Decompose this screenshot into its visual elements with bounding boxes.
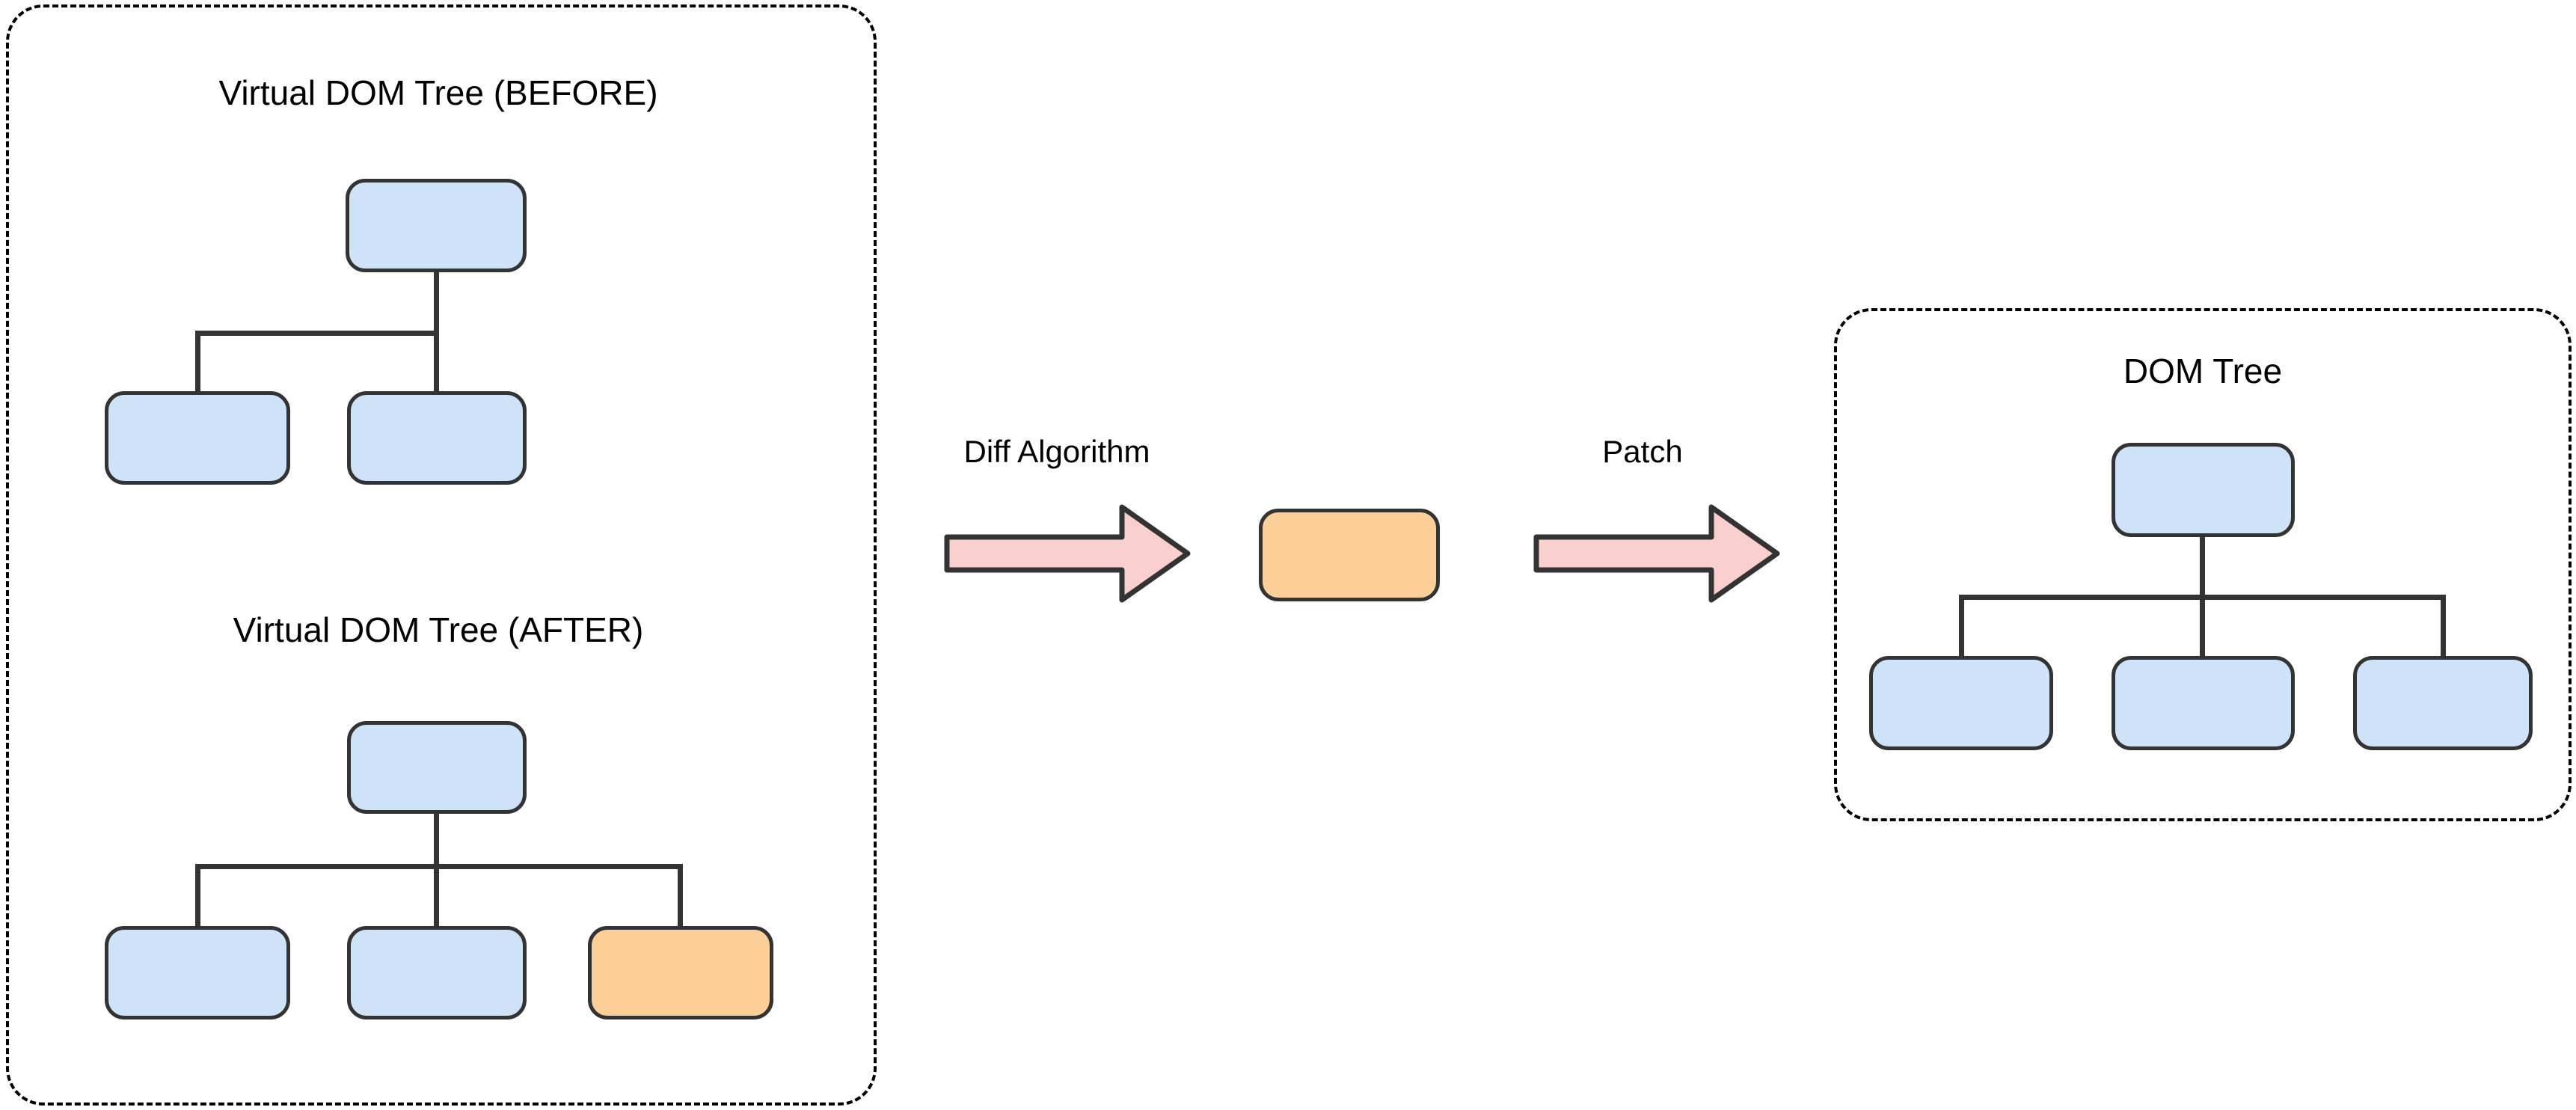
before-tree-title: Virtual DOM Tree (BEFORE) (218, 73, 658, 112)
after-tree-title: Virtual DOM Tree (AFTER) (233, 610, 644, 649)
after-edge-horizontal (195, 864, 683, 869)
diff-algorithm-label: Diff Algorithm (963, 434, 1150, 469)
before-edge-left-drop (195, 331, 200, 393)
patch-label: Patch (1602, 434, 1683, 469)
dom-tree-panel (1834, 308, 2572, 821)
after-edge-root (434, 812, 439, 927)
after-child-node-1 (105, 926, 290, 1019)
before-root-node (346, 179, 527, 272)
patch-node (1259, 509, 1440, 601)
after-root-node (347, 721, 527, 814)
dom-tree-title: DOM Tree (2123, 352, 2283, 390)
dom-child-node-2 (2112, 656, 2295, 750)
dom-child-node-3 (2353, 656, 2533, 750)
dom-edge-right-drop (2441, 595, 2446, 658)
after-child-node-2 (347, 926, 527, 1019)
diff-right-arrow-icon (944, 504, 1191, 603)
dom-root-node (2112, 443, 2295, 537)
after-edge-right-drop (678, 864, 683, 927)
virtual-dom-panel (6, 4, 877, 1106)
patch-right-arrow-icon (1533, 504, 1780, 603)
after-changed-node (588, 926, 773, 1019)
dom-edge-left-drop (1959, 595, 1964, 658)
before-child-node-2 (347, 391, 527, 485)
before-edge-horizontal (195, 331, 439, 336)
dom-edge-horizontal (1959, 595, 2446, 600)
after-edge-left-drop (195, 864, 200, 927)
before-child-node-1 (105, 391, 290, 485)
dom-child-node-1 (1869, 656, 2053, 750)
